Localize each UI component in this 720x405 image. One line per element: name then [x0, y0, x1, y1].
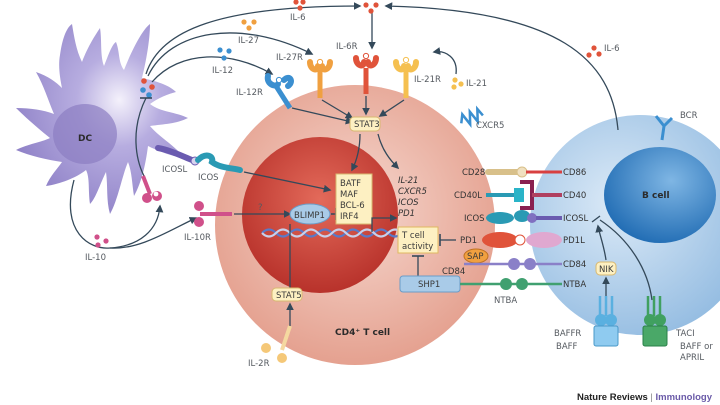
il6r-receptor [353, 52, 379, 94]
cd84-b-label: CD84 [563, 260, 586, 270]
il10-dots [94, 234, 109, 248]
icos-dc-molecule [195, 152, 243, 173]
il2r-receptor [261, 325, 292, 363]
il21r-receptor [393, 56, 419, 98]
dendritic-cell: DC [16, 24, 200, 214]
t-activity-line1: T cell [401, 231, 425, 241]
il6-top-label: IL-6 [290, 13, 306, 23]
il6r-label: IL-6R [336, 42, 358, 52]
credit-separator: | [650, 392, 653, 403]
dc-cytokine-cluster [140, 78, 155, 98]
stat3-arrows [291, 96, 405, 172]
t-activity-line2: activity [402, 242, 433, 252]
il12r-receptor [264, 73, 294, 110]
cytokine-arrows [69, 2, 619, 249]
cd40l-label: CD40L [454, 191, 482, 201]
shp1-label: SHP1 [418, 280, 440, 290]
il2r-label: IL-2R [248, 359, 270, 369]
il10r-dc-receptor [141, 175, 162, 203]
pd1-label: PD1 [460, 236, 477, 246]
il10r-label: IL-10R [184, 233, 211, 243]
il10r-receptor [194, 201, 232, 227]
b-cell: B cell [530, 115, 720, 335]
baffr-receptor [593, 296, 619, 347]
taci-receptor [642, 296, 668, 347]
blimp1-node [289, 203, 331, 225]
cd84-t-label: CD84 [442, 267, 465, 277]
nik-label: NIK [599, 265, 614, 275]
stat3-box [349, 116, 381, 132]
cxcr5-label: CXCR5 [476, 121, 504, 131]
il12-dots [217, 47, 232, 61]
t-activity-box [397, 226, 439, 254]
il12r-label: IL-12R [236, 88, 263, 98]
nik-box [595, 261, 617, 276]
icos-dc-label: ICOS [198, 173, 219, 183]
il27-dots [241, 19, 257, 31]
taci-to-icosl-arrow [599, 219, 653, 301]
nik-to-icosl-arrow [595, 224, 607, 261]
baff-april-label-2: APRIL [680, 353, 704, 363]
stat5-box [271, 287, 303, 302]
icosl-dc-label: ICOSL [162, 165, 188, 175]
il21-dots [451, 77, 464, 90]
il21-label: IL-21 [466, 79, 487, 89]
taci-label: TACI [675, 329, 695, 339]
baff-label: BAFF [556, 342, 578, 352]
stat5-label: STAT5 [276, 291, 302, 301]
target-icos: ICOS [398, 198, 419, 208]
stat3-label: STAT3 [354, 120, 380, 130]
icos-label: ICOS [464, 214, 485, 224]
tf-box [335, 173, 373, 225]
target-pd1: PD1 [398, 209, 415, 219]
icos-to-tf-arrow [243, 171, 332, 193]
ntba-bottom-label: NTBA [494, 296, 517, 306]
question-mark: ? [258, 203, 263, 213]
synapse-molecules [460, 166, 562, 290]
bcr-receptor [654, 115, 674, 141]
target-il21: IL-21 [398, 176, 418, 186]
t-cell-label: CD4⁺ T cell [335, 328, 390, 338]
tf-maf: MAF [340, 190, 358, 200]
il10-label: IL-10 [85, 253, 106, 263]
figure-credit: Nature Reviews | Immunology [577, 392, 712, 403]
sap-label: SAP [467, 252, 484, 262]
cd86-label: CD86 [563, 168, 586, 178]
icosl-label: ICOSL [563, 214, 589, 224]
icosl-dc-molecule [155, 145, 195, 163]
cxcr5-receptor [460, 105, 484, 129]
b-cell-label: B cell [642, 191, 670, 201]
journal-name: Immunology [655, 392, 712, 403]
cd28-label: CD28 [462, 168, 485, 178]
dc-nucleus [53, 104, 117, 164]
il27-label: IL-27 [238, 36, 259, 46]
publisher-name: Nature Reviews [577, 392, 648, 403]
tf-batf: BATF [340, 179, 361, 189]
dna-to-targets-arrow [371, 214, 398, 232]
il6-top-dots [293, 0, 306, 11]
il6-center-dots [363, 2, 379, 14]
dc-label: DC [78, 134, 92, 144]
target-cxcr5: CXCR5 [398, 187, 427, 197]
dna-helix [261, 228, 403, 238]
blimp1-label: BLIMP1 [294, 211, 325, 221]
il21r-label: IL-21R [414, 75, 441, 85]
il27r-label: IL-27R [276, 53, 303, 63]
tf-irf4: IRF4 [340, 212, 359, 222]
cd40-label: CD40 [563, 191, 586, 201]
ntba-b-label: NTBA [563, 280, 586, 290]
il6-right-label: IL-6 [604, 44, 620, 54]
il27r-receptor [307, 58, 333, 98]
tf-bcl6: BCL-6 [340, 201, 365, 211]
il6-right-dots [586, 45, 602, 58]
pd1l-label: PD1L [563, 236, 585, 246]
il12-label: IL-12 [212, 66, 233, 76]
b-cell-nucleus [604, 147, 716, 243]
baffr-label: BAFFR [554, 329, 581, 339]
baff-april-label-1: BAFF or [680, 342, 713, 352]
bcr-label: BCR [680, 111, 698, 121]
